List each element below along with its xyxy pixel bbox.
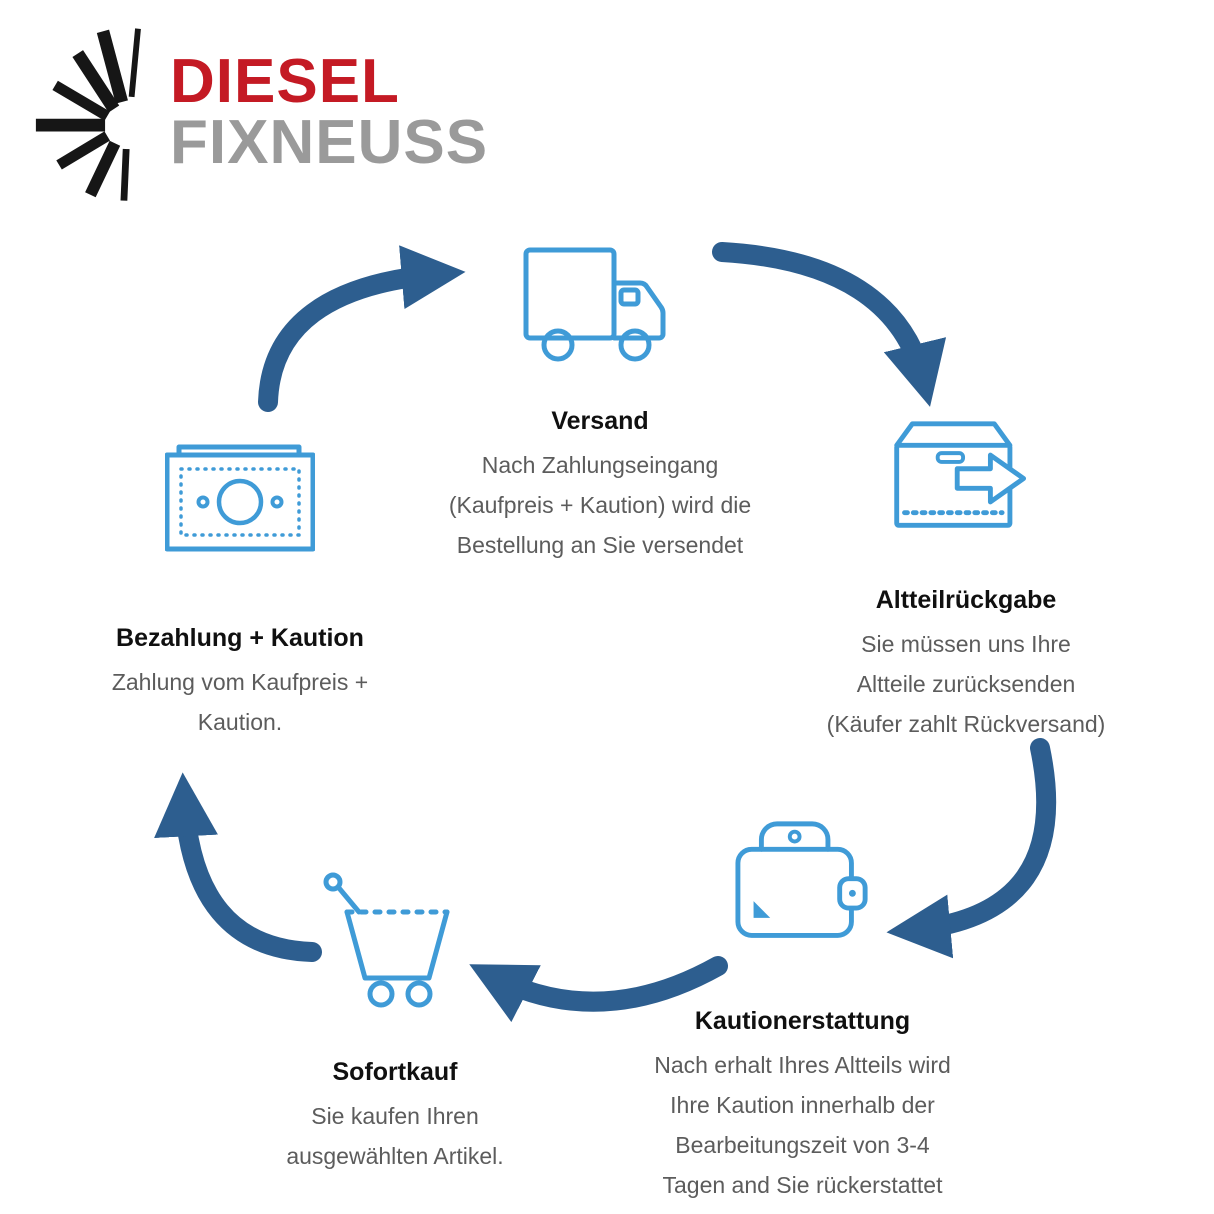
banknote-icon xyxy=(165,437,315,552)
shopping-cart-icon xyxy=(317,860,474,1010)
logo-text: DIESEL FIXNEUSS xyxy=(170,47,489,177)
step-sofortkauf: Sofortkauf Sie kaufen Ihren ausgewählten… xyxy=(255,860,535,1176)
step-description: Sie kaufen Ihren ausgewählten Artikel. xyxy=(286,1103,504,1169)
starburst-icon xyxy=(35,28,141,201)
return-box-icon xyxy=(891,418,1041,540)
step-description: Sie müssen uns Ihre Altteile zurücksende… xyxy=(826,631,1106,737)
truck-icon xyxy=(523,245,678,365)
step-title: Kautionerstattung xyxy=(694,1007,911,1035)
step-kautionerstattung: Kautionerstattung Nach erhalt Ihres Altt… xyxy=(630,818,975,1205)
step-title: Versand xyxy=(551,407,649,435)
logo-line-fixneuss: FIXNEUSS xyxy=(170,107,489,177)
wallet-icon xyxy=(734,818,871,955)
step-versand: Versand Nach Zahlungseingang (Kaufpreis … xyxy=(430,245,770,565)
step-description: Zahlung vom Kaufpreis + Kaution. xyxy=(111,669,369,735)
step-description: Nach Zahlungseingang (Kaufpreis + Kautio… xyxy=(448,452,752,558)
step-title: Altteilrückgabe xyxy=(875,586,1057,614)
logo: DIESEL FIXNEUSS xyxy=(30,12,488,206)
arrow-bezahlung-to-versand xyxy=(258,245,466,412)
step-description: Nach erhalt Ihres Altteils wird Ihre Kau… xyxy=(654,1052,951,1198)
step-altteilrueckgabe: Altteilrückgabe Sie müssen uns Ihre Altt… xyxy=(816,418,1116,744)
step-title: Sofortkauf xyxy=(332,1058,458,1086)
step-title: Bezahlung + Kaution xyxy=(116,624,364,652)
logo-line-diesel: DIESEL xyxy=(170,47,400,116)
step-bezahlung-kaution: Bezahlung + Kaution Zahlung vom Kaufprei… xyxy=(80,437,400,742)
